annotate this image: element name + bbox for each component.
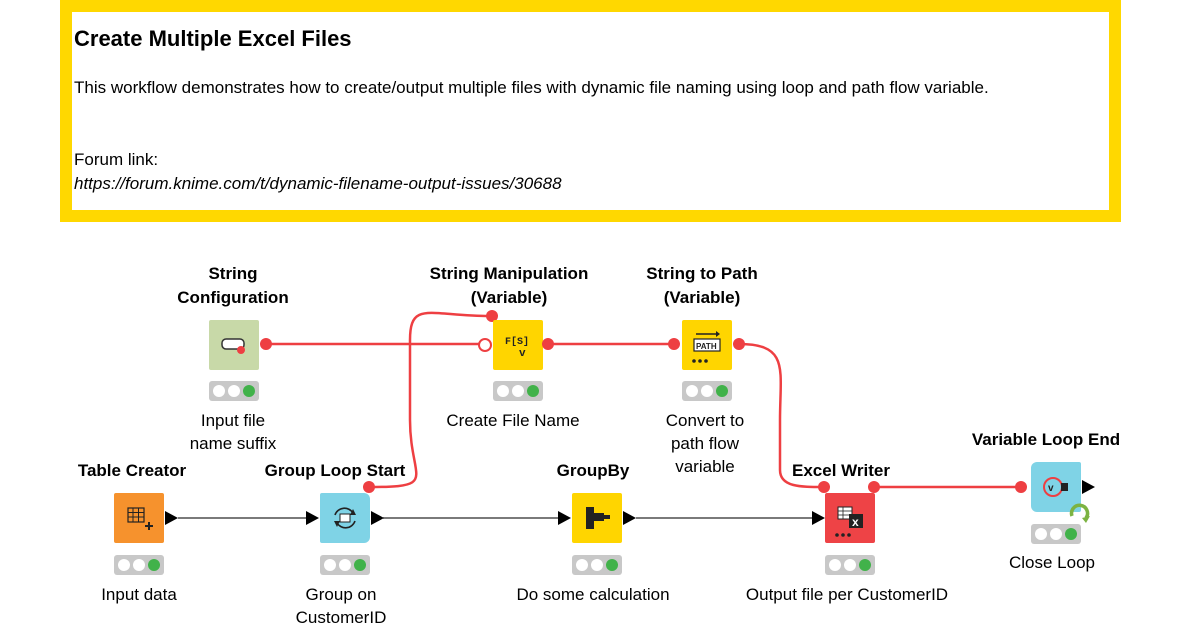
data-port-in[interactable] bbox=[306, 511, 319, 525]
string-manipulation-icon-text: F[S] bbox=[505, 336, 529, 348]
node-label-string-configuration[interactable]: Input file name suffix bbox=[158, 409, 308, 455]
node-label-string-manipulation[interactable]: Create File Name bbox=[446, 411, 580, 430]
data-port-in[interactable] bbox=[558, 511, 571, 525]
groupby-icon bbox=[586, 507, 610, 529]
flow-port-out[interactable] bbox=[868, 481, 880, 493]
node-label-string-to-path[interactable]: Convert to path flow variable bbox=[630, 409, 780, 478]
node-label-table-creator[interactable]: Input data bbox=[101, 585, 177, 604]
node-variable-loop-end[interactable]: v bbox=[1031, 462, 1081, 512]
title-line: (Variable) bbox=[470, 288, 548, 307]
loop-end-icon: v bbox=[1043, 477, 1068, 497]
node-title-variable-loop-end: Variable Loop End bbox=[971, 430, 1121, 449]
data-port-out[interactable] bbox=[623, 511, 636, 525]
svg-text:v: v bbox=[1048, 483, 1054, 494]
svg-text:x: x bbox=[852, 515, 859, 529]
title-line: (Variable) bbox=[663, 288, 741, 307]
node-status bbox=[320, 555, 370, 575]
annotation-description: This workflow demonstrates how to create… bbox=[74, 78, 989, 97]
flow-port-out[interactable] bbox=[363, 481, 375, 493]
node-title-groupby: GroupBy bbox=[556, 461, 630, 480]
title-line: String to Path bbox=[646, 264, 758, 283]
node-label-groupby[interactable]: Do some calculation bbox=[516, 585, 670, 604]
flow-port-in[interactable] bbox=[478, 338, 492, 352]
label-line: Group on bbox=[305, 585, 377, 604]
node-status bbox=[572, 555, 622, 575]
path-converter-icon-text: PATH bbox=[696, 342, 717, 351]
node-table-creator[interactable] bbox=[114, 493, 164, 543]
excel-write-icon: x bbox=[835, 506, 863, 537]
flow-port-in[interactable] bbox=[1015, 481, 1027, 493]
node-status bbox=[114, 555, 164, 575]
table-create-icon bbox=[127, 507, 153, 530]
node-title-group-loop-start: Group Loop Start bbox=[264, 461, 406, 480]
string-manipulation-icon: F[S] v bbox=[505, 336, 529, 360]
data-port-out[interactable] bbox=[1082, 480, 1095, 494]
flow-wire-topath-excelwriter bbox=[738, 342, 825, 489]
data-port-out[interactable] bbox=[371, 511, 384, 525]
node-title-excel-writer: Excel Writer bbox=[792, 461, 890, 480]
workflow-annotation[interactable]: Create Multiple Excel Files This workflo… bbox=[60, 0, 1121, 222]
title-line: String bbox=[208, 264, 258, 283]
loop-refresh-icon bbox=[1069, 503, 1090, 523]
node-string-to-path[interactable]: PATH bbox=[682, 320, 732, 370]
loop-start-icon bbox=[334, 507, 356, 529]
node-status bbox=[493, 381, 543, 401]
node-excel-writer[interactable]: x bbox=[825, 493, 875, 543]
annotation-forum-label: Forum link: bbox=[74, 150, 159, 169]
node-string-manipulation[interactable]: F[S] v bbox=[493, 320, 543, 370]
svg-text:v: v bbox=[519, 348, 526, 360]
string-widget-icon bbox=[221, 338, 245, 354]
label-line: Input file bbox=[200, 411, 266, 430]
node-status bbox=[209, 381, 259, 401]
node-title-table-creator: Table Creator bbox=[77, 461, 187, 480]
node-group-loop-start[interactable] bbox=[320, 493, 370, 543]
data-port-in[interactable] bbox=[812, 511, 825, 525]
flow-port-out[interactable] bbox=[733, 338, 745, 350]
flow-port-out[interactable] bbox=[260, 338, 272, 350]
flow-port-in[interactable] bbox=[818, 481, 830, 493]
label-line: CustomerID bbox=[295, 608, 387, 627]
node-label-excel-writer[interactable]: Output file per CustomerID bbox=[745, 585, 949, 604]
label-line: Convert to bbox=[665, 411, 745, 430]
node-title-string-configuration: String Configuration bbox=[158, 262, 308, 310]
node-status bbox=[682, 381, 732, 401]
node-status bbox=[1031, 524, 1081, 544]
label-line: path flow bbox=[670, 434, 740, 453]
node-groupby[interactable] bbox=[572, 493, 622, 543]
node-string-configuration[interactable] bbox=[209, 320, 259, 370]
flow-port-out[interactable] bbox=[542, 338, 554, 350]
title-line: Configuration bbox=[177, 288, 289, 307]
data-port-out[interactable] bbox=[165, 511, 178, 525]
flow-wire-loopstart-manip bbox=[368, 311, 491, 489]
path-converter-icon: PATH bbox=[692, 331, 721, 363]
node-label-variable-loop-end[interactable]: Close Loop bbox=[1008, 553, 1095, 572]
flow-port-in-top[interactable] bbox=[486, 310, 498, 322]
node-title-string-to-path: String to Path (Variable) bbox=[612, 262, 792, 310]
label-line: name suffix bbox=[189, 434, 277, 453]
label-line: variable bbox=[675, 457, 735, 476]
node-title-string-manipulation: String Manipulation (Variable) bbox=[409, 262, 609, 310]
annotation-forum-link: https://forum.knime.com/t/dynamic-filena… bbox=[74, 174, 562, 193]
flow-port-in[interactable] bbox=[668, 338, 680, 350]
title-line: String Manipulation bbox=[429, 264, 589, 283]
annotation-title: Create Multiple Excel Files bbox=[74, 26, 352, 51]
node-status bbox=[825, 555, 875, 575]
node-label-group-loop-start[interactable]: Group on CustomerID bbox=[266, 583, 416, 629]
